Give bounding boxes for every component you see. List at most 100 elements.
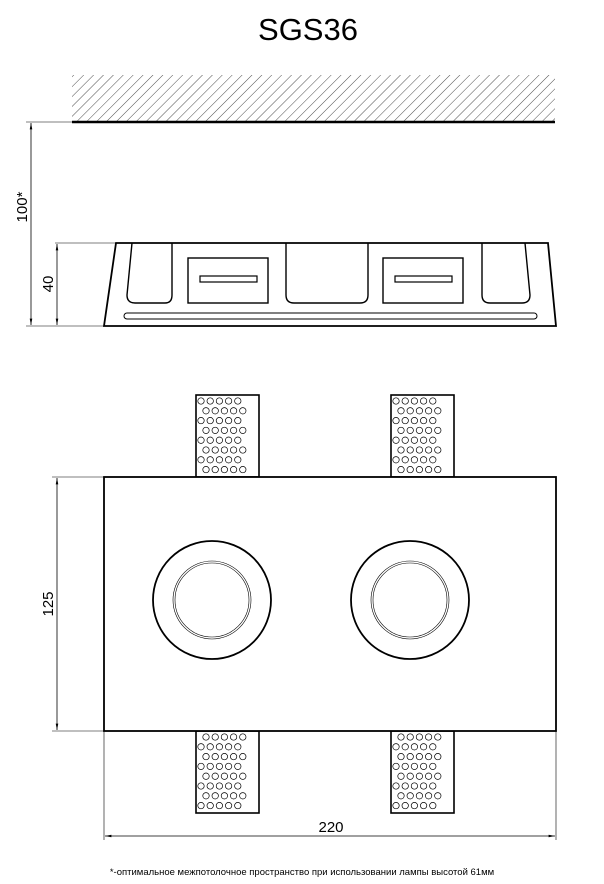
perforation-hole [401, 397, 409, 405]
perforation-hole [415, 792, 423, 800]
perforation-hole [401, 436, 409, 444]
ceiling [72, 75, 555, 124]
perforation-hole [429, 802, 437, 810]
perforated-tab [195, 730, 260, 814]
perforation-hole [197, 436, 205, 444]
perforation-hole [406, 446, 414, 454]
perforation-hole [215, 743, 223, 751]
perforation-hole [230, 792, 238, 800]
perforation-hole [434, 466, 442, 474]
perforation-hole [215, 762, 223, 770]
perforation-hole [434, 733, 442, 741]
perforation-hole [230, 733, 238, 741]
perforation-hole [206, 802, 214, 810]
perforation-hole [239, 426, 247, 434]
top-view [103, 476, 557, 732]
perforation-hole [429, 397, 437, 405]
perforation-hole [410, 397, 418, 405]
perforation-hole [420, 782, 428, 790]
perforation-hole [434, 753, 442, 761]
perforation-hole [220, 446, 228, 454]
perforation-hole [215, 782, 223, 790]
perforation-hole [429, 762, 437, 770]
perforation-hole [415, 753, 423, 761]
perforation-hole [197, 743, 205, 751]
perforation-hole [415, 407, 423, 415]
perforation-hole [434, 426, 442, 434]
perforation-hole [220, 792, 228, 800]
dimension-label-ceiling-gap: 100* [14, 191, 31, 222]
perforation-hole [197, 397, 205, 405]
perforation-hole [239, 753, 247, 761]
perforation-hole [415, 466, 423, 474]
perforation-hole [215, 802, 223, 810]
perforation-hole [239, 792, 247, 800]
perforation-hole [401, 782, 409, 790]
perforation-hole [211, 772, 219, 780]
dimension-ceiling-gap: 100* [14, 121, 104, 327]
perforation-hole [406, 426, 414, 434]
perforation-hole [410, 417, 418, 425]
perforation-hole [206, 743, 214, 751]
perforation-hole [401, 762, 409, 770]
perforation-hole [397, 446, 405, 454]
perforation-hole [206, 456, 214, 464]
perforation-hole [397, 772, 405, 780]
perforation-hole [239, 407, 247, 415]
perforation-hole [420, 436, 428, 444]
perforation-hole [234, 762, 242, 770]
perforation-hole [230, 407, 238, 415]
perforation-hole [202, 792, 210, 800]
perforation-hole [420, 456, 428, 464]
perforation-hole [220, 466, 228, 474]
perforation-hole [234, 417, 242, 425]
perforation-hole [406, 466, 414, 474]
drawing-title: SGS36 [258, 12, 358, 47]
perforation-hole [410, 802, 418, 810]
dimension-label-width: 220 [318, 819, 343, 836]
perforation-hole [215, 417, 223, 425]
perforation-hole [397, 466, 405, 474]
perforation-hole [425, 407, 433, 415]
perforation-hole [211, 426, 219, 434]
perforation-hole [392, 743, 400, 751]
perforation-hole [197, 782, 205, 790]
perforation-hole [410, 436, 418, 444]
perforation-hole [230, 466, 238, 474]
perforation-hole [230, 426, 238, 434]
perforation-hole [225, 802, 233, 810]
perforation-hole [220, 753, 228, 761]
perforation-hole [225, 456, 233, 464]
perforated-tab [195, 394, 260, 478]
perforation-hole [397, 426, 405, 434]
perforation-hole [406, 792, 414, 800]
perforation-hole [206, 762, 214, 770]
perforation-hole [392, 762, 400, 770]
perforation-hole [225, 417, 233, 425]
perforation-hole [234, 802, 242, 810]
perforated-tab [390, 394, 455, 478]
perforation-hole [410, 743, 418, 751]
perforation-hole [401, 802, 409, 810]
dimension-depth: 125 [40, 476, 104, 732]
perforation-hole [425, 446, 433, 454]
perforation-hole [392, 782, 400, 790]
perforation-hole [415, 446, 423, 454]
perforation-hole [206, 436, 214, 444]
perforation-hole [420, 397, 428, 405]
perforation-hole [420, 802, 428, 810]
perforation-hole [397, 733, 405, 741]
perforation-hole [415, 733, 423, 741]
perforation-hole [206, 782, 214, 790]
perforation-hole [425, 792, 433, 800]
side-view [55, 242, 557, 327]
perforation-hole [197, 456, 205, 464]
perforation-hole [211, 446, 219, 454]
perforation-hole [429, 456, 437, 464]
perforation-hole [239, 733, 247, 741]
perforation-hole [406, 753, 414, 761]
dimension-height: 40 [40, 244, 59, 325]
perforation-hole [392, 417, 400, 425]
perforation-hole [202, 466, 210, 474]
perforation-hole [401, 456, 409, 464]
